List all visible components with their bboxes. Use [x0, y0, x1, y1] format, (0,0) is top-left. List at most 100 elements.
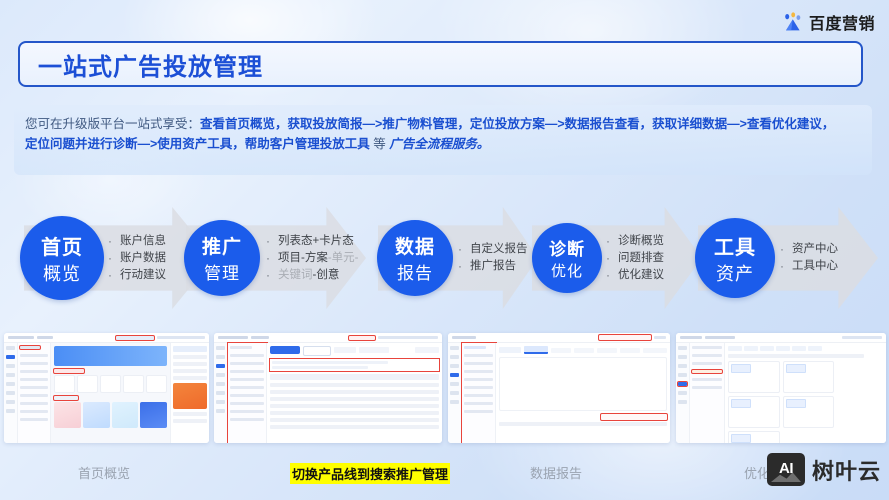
flow-stage-bullets: · 自定义报告 · 推广报告 — [458, 241, 528, 276]
thumb-body — [214, 342, 442, 443]
baidu-bear-paw-icon — [782, 11, 804, 33]
thumb-main — [51, 343, 170, 443]
thumb-main — [267, 343, 442, 443]
thumbnail-optimization-tools[interactable] — [676, 333, 886, 443]
thumb-rail — [214, 343, 228, 443]
bullet-dot-icon: · — [108, 268, 112, 283]
flow-bullet-segment: 资产中心 — [792, 243, 838, 255]
thumb-body — [448, 342, 670, 443]
flow-stage-circle[interactable]: 首页概览 — [20, 216, 104, 300]
flow-stage-title-line2: 资产 — [716, 263, 754, 284]
flow-bullet-segment: 工具中心 — [792, 260, 838, 273]
flow-bullet-row: ·优化建议 — [606, 267, 664, 284]
bullet-dot-icon: · — [266, 268, 270, 283]
bullet-dot-icon: · — [458, 242, 462, 256]
flow-bullet-text: 工具中心 — [792, 258, 838, 275]
flow-bullet-segment: 推广报告 — [470, 260, 516, 273]
thumb-topbar — [676, 333, 886, 343]
flow-bullet-text: 账户数据 — [120, 250, 166, 267]
thumbnail-data-report[interactable] — [448, 333, 670, 443]
bullet-dot-icon: · — [458, 259, 462, 274]
thumb-nav — [227, 342, 268, 443]
flow-bullet-segment: 问题排查 — [618, 251, 664, 264]
flow-stage-circle[interactable]: 数据报告 — [377, 220, 453, 296]
flow-bullet-text: 项目-方案-单元- — [278, 250, 359, 267]
flow-stage-title-line1: 诊断 — [549, 240, 585, 259]
flow-bullet-row: ·资产中心 — [780, 241, 838, 258]
flow-bullet-segment: 项目-方案 — [278, 251, 328, 264]
flow-bullet-segment: 诊断概览 — [618, 234, 664, 247]
flow-stage-bullets: · 诊断概览 · 问题排查 ·优化建议 — [606, 233, 664, 285]
thumb-nav — [18, 343, 51, 443]
flow-stage-title-line2: 管理 — [204, 264, 240, 283]
flow-bullet-row: · 诊断概览 — [606, 233, 664, 250]
page-title: 一站式广告投放管理 — [38, 53, 263, 81]
flow-bullet-row: · 账户信息 — [108, 233, 166, 250]
thumb-main — [725, 343, 886, 443]
flow-stage-circle[interactable]: 工具资产 — [695, 218, 775, 298]
description-segment: 您可在升级版平台一站式享受： — [25, 117, 201, 131]
bullet-dot-icon: · — [108, 250, 112, 265]
thumb-topbar — [448, 333, 670, 343]
flow-bullet-text: 推广报告 — [470, 258, 516, 275]
thumb-body — [4, 343, 209, 443]
thumb-rail — [4, 343, 18, 443]
thumb-nav — [460, 342, 498, 443]
flow-bullet-row: · 账户数据 — [108, 250, 166, 267]
flow-bullet-segment: -创意 — [312, 269, 340, 282]
bullet-dot-icon: · — [606, 233, 610, 248]
flow-bullet-text: 优化建议 — [618, 267, 664, 284]
flow-bullet-text: 问题排查 — [618, 250, 664, 267]
bullet-dot-icon: · — [266, 233, 270, 248]
watermark-icon-label: AI — [778, 459, 794, 477]
flow-bullet-segment: 自定义报告 — [470, 243, 528, 255]
caption-homepage-overview: 首页概览 — [78, 466, 131, 481]
flow-bullet-text: 资产中心 — [792, 241, 838, 258]
flow-bullet-segment: 关键词 — [278, 269, 313, 282]
watermark-text: 树叶云 — [811, 458, 881, 484]
flow-bullet-text: 行动建议 — [120, 267, 166, 284]
flow-stage-circle[interactable]: 诊断优化 — [532, 223, 602, 293]
flow-bullet-text: 列表态+卡片态 — [278, 233, 354, 250]
thumb-rail — [448, 343, 462, 443]
thumb-topbar — [4, 333, 209, 343]
bullet-dot-icon: · — [108, 233, 112, 248]
description-line-1: 您可在升级版平台一站式享受：查看首页概览，获取投放简报—>推广物料管理，定位投放… — [25, 114, 862, 134]
flow-bullet-row: · 行动建议 — [108, 267, 166, 284]
bullet-dot-icon: · — [606, 250, 610, 265]
description-line-2: 定位问题并进行诊断—>使用资产工具，帮助客户管理投放工具 等 广告全流程服务。 — [25, 134, 862, 154]
thumb-body — [676, 343, 886, 443]
description-segment: 定位问题并进行诊断—>使用资产工具，帮助客户管理投放工具 — [25, 137, 370, 152]
flow-stage-circle[interactable]: 推广管理 — [184, 220, 260, 296]
description-segment: 广告全流程服务。 — [389, 137, 490, 152]
description-segment: 等 — [369, 137, 390, 152]
flow-bullet-segment: -单元- — [327, 251, 359, 264]
flow-bullet-text: 自定义报告 — [470, 241, 528, 258]
flow-bullet-row: · 关键词-创意 — [266, 267, 359, 284]
flow-stage-bullets: · 列表态+卡片态 · 项目-方案-单元- · 关键词-创意 — [266, 233, 359, 285]
flow-bullet-row: · 项目-方案-单元- — [266, 250, 359, 267]
flow-stage-title-line2: 概览 — [43, 263, 81, 284]
caption-switch-product-line: 切换产品线到搜索推广管理 — [290, 463, 451, 484]
flow-bullet-row: · 自定义报告 — [458, 241, 528, 258]
flow-bullet-segment: 行动建议 — [120, 269, 166, 282]
bullet-dot-icon: · — [266, 250, 270, 265]
thumb-rail — [676, 343, 690, 443]
flow-stage-bullets: · 账户信息 · 账户数据 · 行动建议 — [108, 233, 166, 285]
flow-stage-title-line1: 推广 — [201, 237, 242, 258]
flow-bullet-segment: 列表态+卡片态 — [278, 234, 354, 247]
thumbnail-switch-product-line[interactable] — [214, 333, 442, 443]
description-panel: 您可在升级版平台一站式享受：查看首页概览，获取投放简报—>推广物料管理，定位投放… — [14, 105, 872, 175]
flow-bullet-row: · 推广报告 — [458, 258, 528, 275]
flow-bullet-segment: 账户信息 — [120, 234, 166, 247]
thumbnail-homepage-overview[interactable] — [4, 333, 209, 443]
watermark: AI 树叶云 — [766, 453, 881, 486]
flow-stage-title-line1: 首页 — [41, 236, 83, 259]
flow-bullet-segment: 优化建议 — [618, 269, 664, 282]
caption-data-report: 数据报告 — [530, 466, 583, 481]
page-title-box: 一站式广告投放管理 — [18, 41, 863, 87]
flow-bullet-row: ·工具中心 — [780, 258, 838, 275]
flow-stage-title-line2: 报告 — [397, 264, 433, 283]
process-flow-diagram: 首页概览 · 账户信息 · 账户数据 · 行动建议 推广管理 · 列表态+卡片态 · 项目-方案-单元… — [0, 196, 889, 321]
flow-bullet-text: 诊断概览 — [618, 233, 664, 250]
